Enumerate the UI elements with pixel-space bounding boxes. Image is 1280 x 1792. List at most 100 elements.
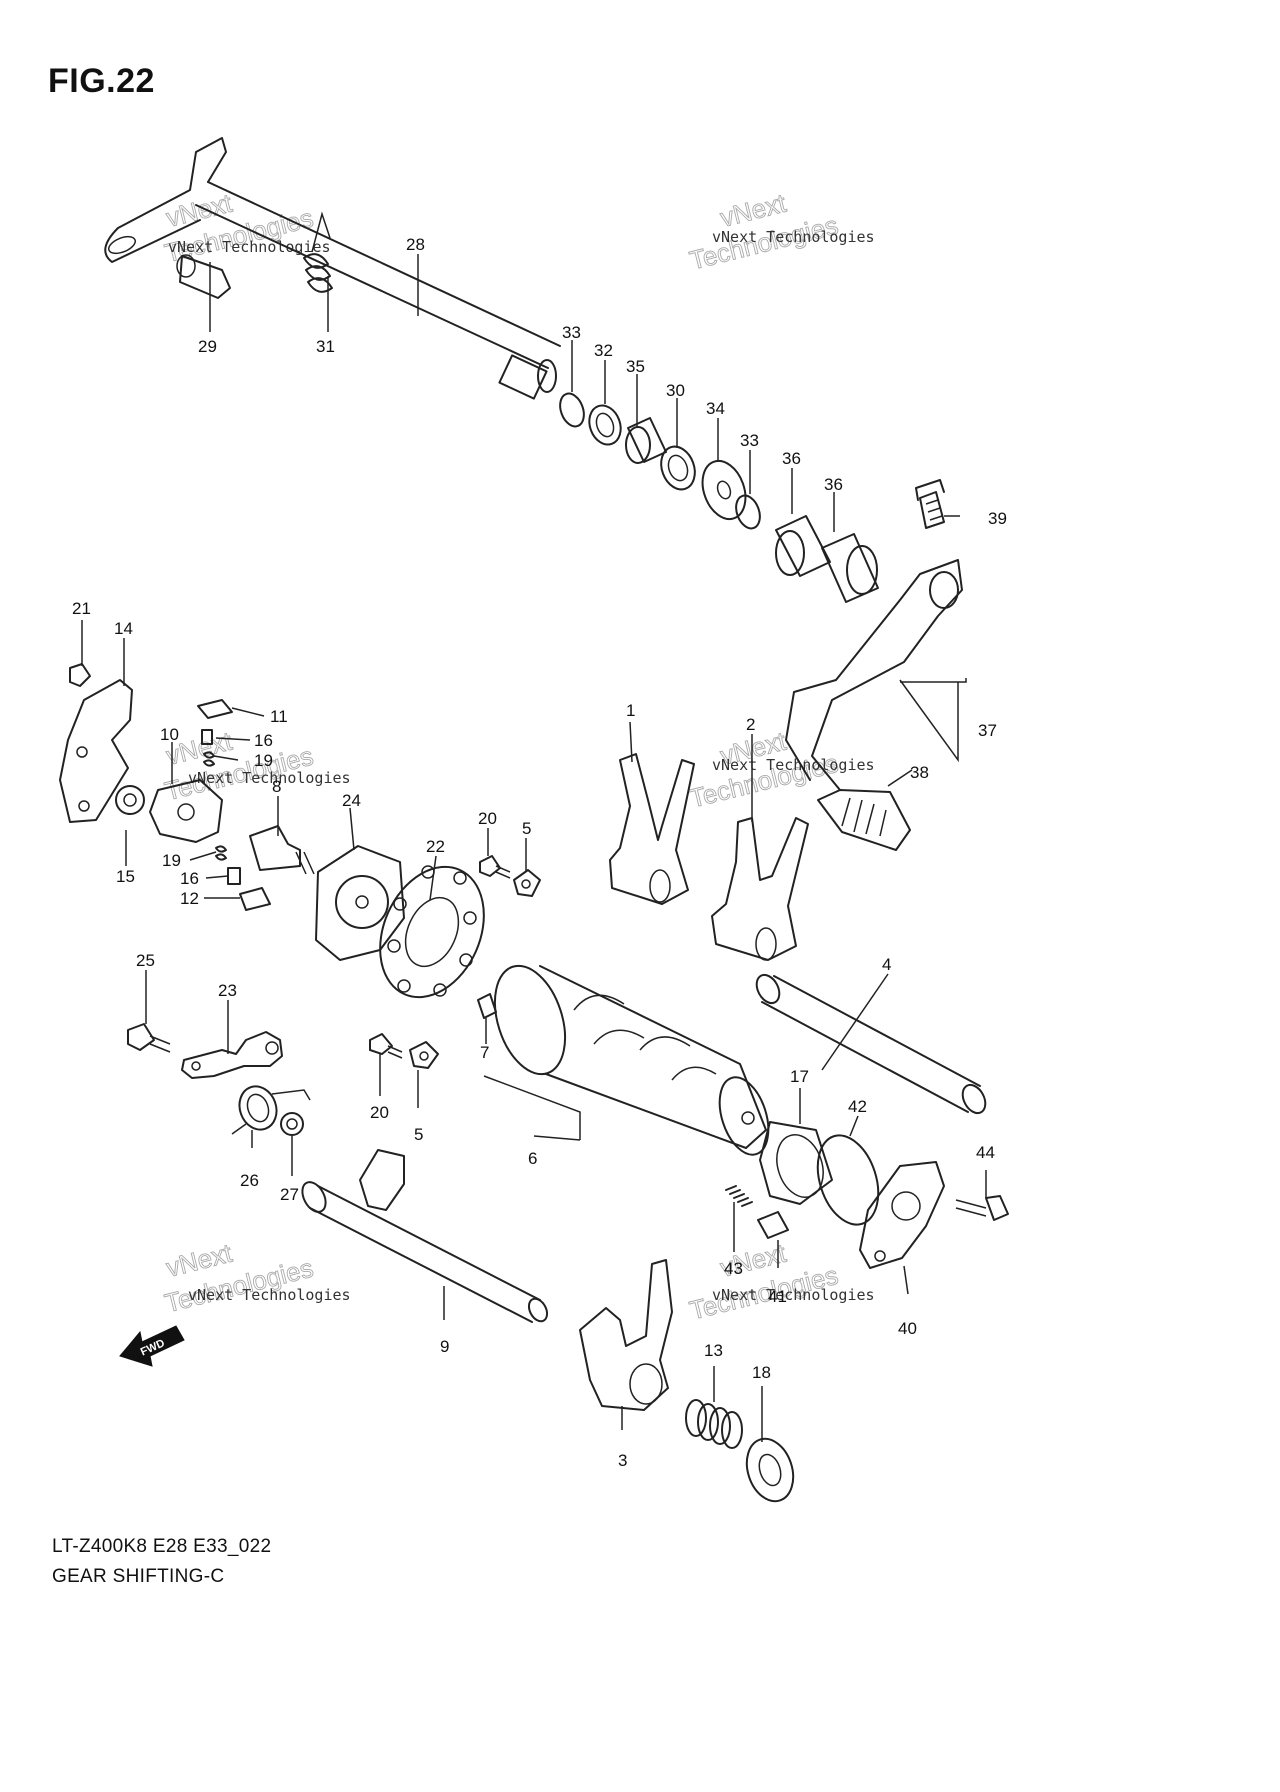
cover-40-drawing	[859, 1161, 945, 1269]
callout-6: 6	[528, 1149, 537, 1168]
callout-40: 40	[898, 1319, 917, 1338]
bolt-25-drawing	[127, 1023, 171, 1053]
callout-25: 25	[136, 951, 155, 970]
watermark-company: vNext Technologies	[712, 756, 875, 774]
callout-23: 23	[218, 981, 237, 1000]
washer-5-lower-drawing	[409, 1041, 439, 1069]
shift-fork-2-drawing	[711, 817, 809, 961]
callout-14: 14	[114, 619, 133, 638]
callout-41: 41	[768, 1287, 787, 1306]
callout-7: 7	[480, 1043, 489, 1062]
watermark-company: vNext Technologies	[188, 769, 351, 787]
callout-33b: 33	[740, 431, 759, 450]
callout-19a: 19	[254, 751, 273, 770]
callout-10: 10	[160, 725, 179, 744]
callout-8: 8	[272, 777, 281, 796]
pin-41-drawing	[757, 1211, 789, 1239]
callout-12: 12	[180, 889, 199, 908]
callout-24: 24	[342, 791, 361, 810]
shaft-seal-stack-drawing	[559, 392, 761, 530]
section-name-caption: GEAR SHIFTING-C	[52, 1566, 225, 1587]
callout-17: 17	[790, 1067, 809, 1086]
callout-18: 18	[752, 1363, 771, 1382]
callout-32: 32	[594, 341, 613, 360]
screw-20-lower-drawing	[369, 1033, 403, 1059]
bearing-22-drawing	[379, 865, 485, 999]
callout-31: 31	[316, 337, 335, 356]
forward-arrow-icon: FWD	[119, 1325, 185, 1367]
callout-9: 9	[440, 1337, 449, 1356]
callout-4: 4	[882, 955, 891, 974]
gearshift-lever-37-drawing	[785, 559, 963, 851]
return-spring-31-drawing	[303, 211, 333, 293]
spring-26-drawing	[231, 1085, 311, 1135]
watermark-company: vNext Technologies	[712, 228, 875, 246]
callout-1: 1	[626, 701, 635, 720]
watermark-company: vNext Technologies	[712, 1286, 875, 1304]
callout-20a: 20	[478, 809, 497, 828]
bolt-44-drawing	[955, 1195, 1009, 1221]
stopper-arm-23-drawing	[181, 1031, 283, 1079]
watermark-company: vNext Technologies	[188, 1286, 351, 1304]
callout-34: 34	[706, 399, 725, 418]
fork-shaft-4-drawing	[755, 973, 987, 1115]
gearshift-shaft-drawing	[104, 137, 561, 400]
callout-21: 21	[72, 599, 91, 618]
cam-guide-pin-8-drawing	[249, 825, 315, 875]
shift-fork-3-drawing	[579, 1259, 673, 1411]
leader-lines	[81, 254, 987, 1442]
shift-cam-24-drawing	[315, 845, 405, 961]
model-code-caption: LT-Z400K8 E28 E33_022	[52, 1536, 272, 1557]
callout-29: 29	[198, 337, 217, 356]
washer-27-drawing	[280, 1112, 304, 1136]
bolt-39-drawing	[915, 479, 945, 529]
callout-37: 37	[978, 721, 997, 740]
callout-labels: 29 31 28 33 32 35 30 34 33 36 36 39 21 1…	[72, 235, 1007, 1470]
screw-20-upper-drawing	[479, 855, 511, 879]
callout-26: 26	[240, 1171, 259, 1190]
callout-27: 27	[280, 1185, 299, 1204]
callout-16a: 16	[254, 731, 273, 750]
callout-22: 22	[426, 837, 445, 856]
pin-7-drawing	[477, 993, 497, 1019]
callout-3: 3	[618, 1451, 627, 1470]
figure-title: FIG.22	[48, 62, 155, 100]
pawl-assembly-drawing	[197, 699, 271, 911]
callout-42: 42	[848, 1097, 867, 1116]
spring-13-drawing	[685, 1399, 743, 1449]
callout-5a: 5	[522, 819, 531, 838]
callout-20b: 20	[370, 1103, 389, 1122]
callout-35: 35	[626, 357, 645, 376]
fork-shaft-9-drawing	[301, 1149, 549, 1323]
bearing-17-drawing	[759, 1121, 833, 1205]
callout-43: 43	[724, 1259, 743, 1278]
callout-5b: 5	[414, 1125, 423, 1144]
stopper-plate-14-drawing	[59, 663, 133, 823]
shift-drum-6-drawing	[493, 964, 770, 1156]
forward-label: FWD	[139, 1337, 167, 1358]
pin-29-drawing	[176, 254, 231, 299]
callout-19b: 19	[162, 851, 181, 870]
callout-15: 15	[116, 867, 135, 886]
o-ring-42-drawing	[816, 1134, 880, 1226]
callout-30: 30	[666, 381, 685, 400]
washer-5-upper-drawing	[513, 869, 541, 897]
callout-38: 38	[910, 763, 929, 782]
callout-44: 44	[976, 1143, 995, 1162]
spring-43-drawing	[725, 1185, 753, 1207]
callout-2: 2	[746, 715, 755, 734]
shift-fork-1-drawing	[609, 753, 695, 905]
callout-36a: 36	[782, 449, 801, 468]
callout-11: 11	[270, 707, 288, 726]
callout-13: 13	[704, 1341, 723, 1360]
callout-28: 28	[406, 235, 425, 254]
callout-39: 39	[988, 509, 1007, 528]
washer-18-drawing	[745, 1437, 795, 1503]
collar-36-drawing	[775, 515, 879, 603]
callout-16b: 16	[180, 869, 199, 888]
watermark-company: vNext Technologies	[168, 238, 331, 256]
cam-plate-10-drawing	[149, 779, 223, 843]
callout-33a: 33	[562, 323, 581, 342]
washer-15-drawing	[115, 785, 145, 815]
